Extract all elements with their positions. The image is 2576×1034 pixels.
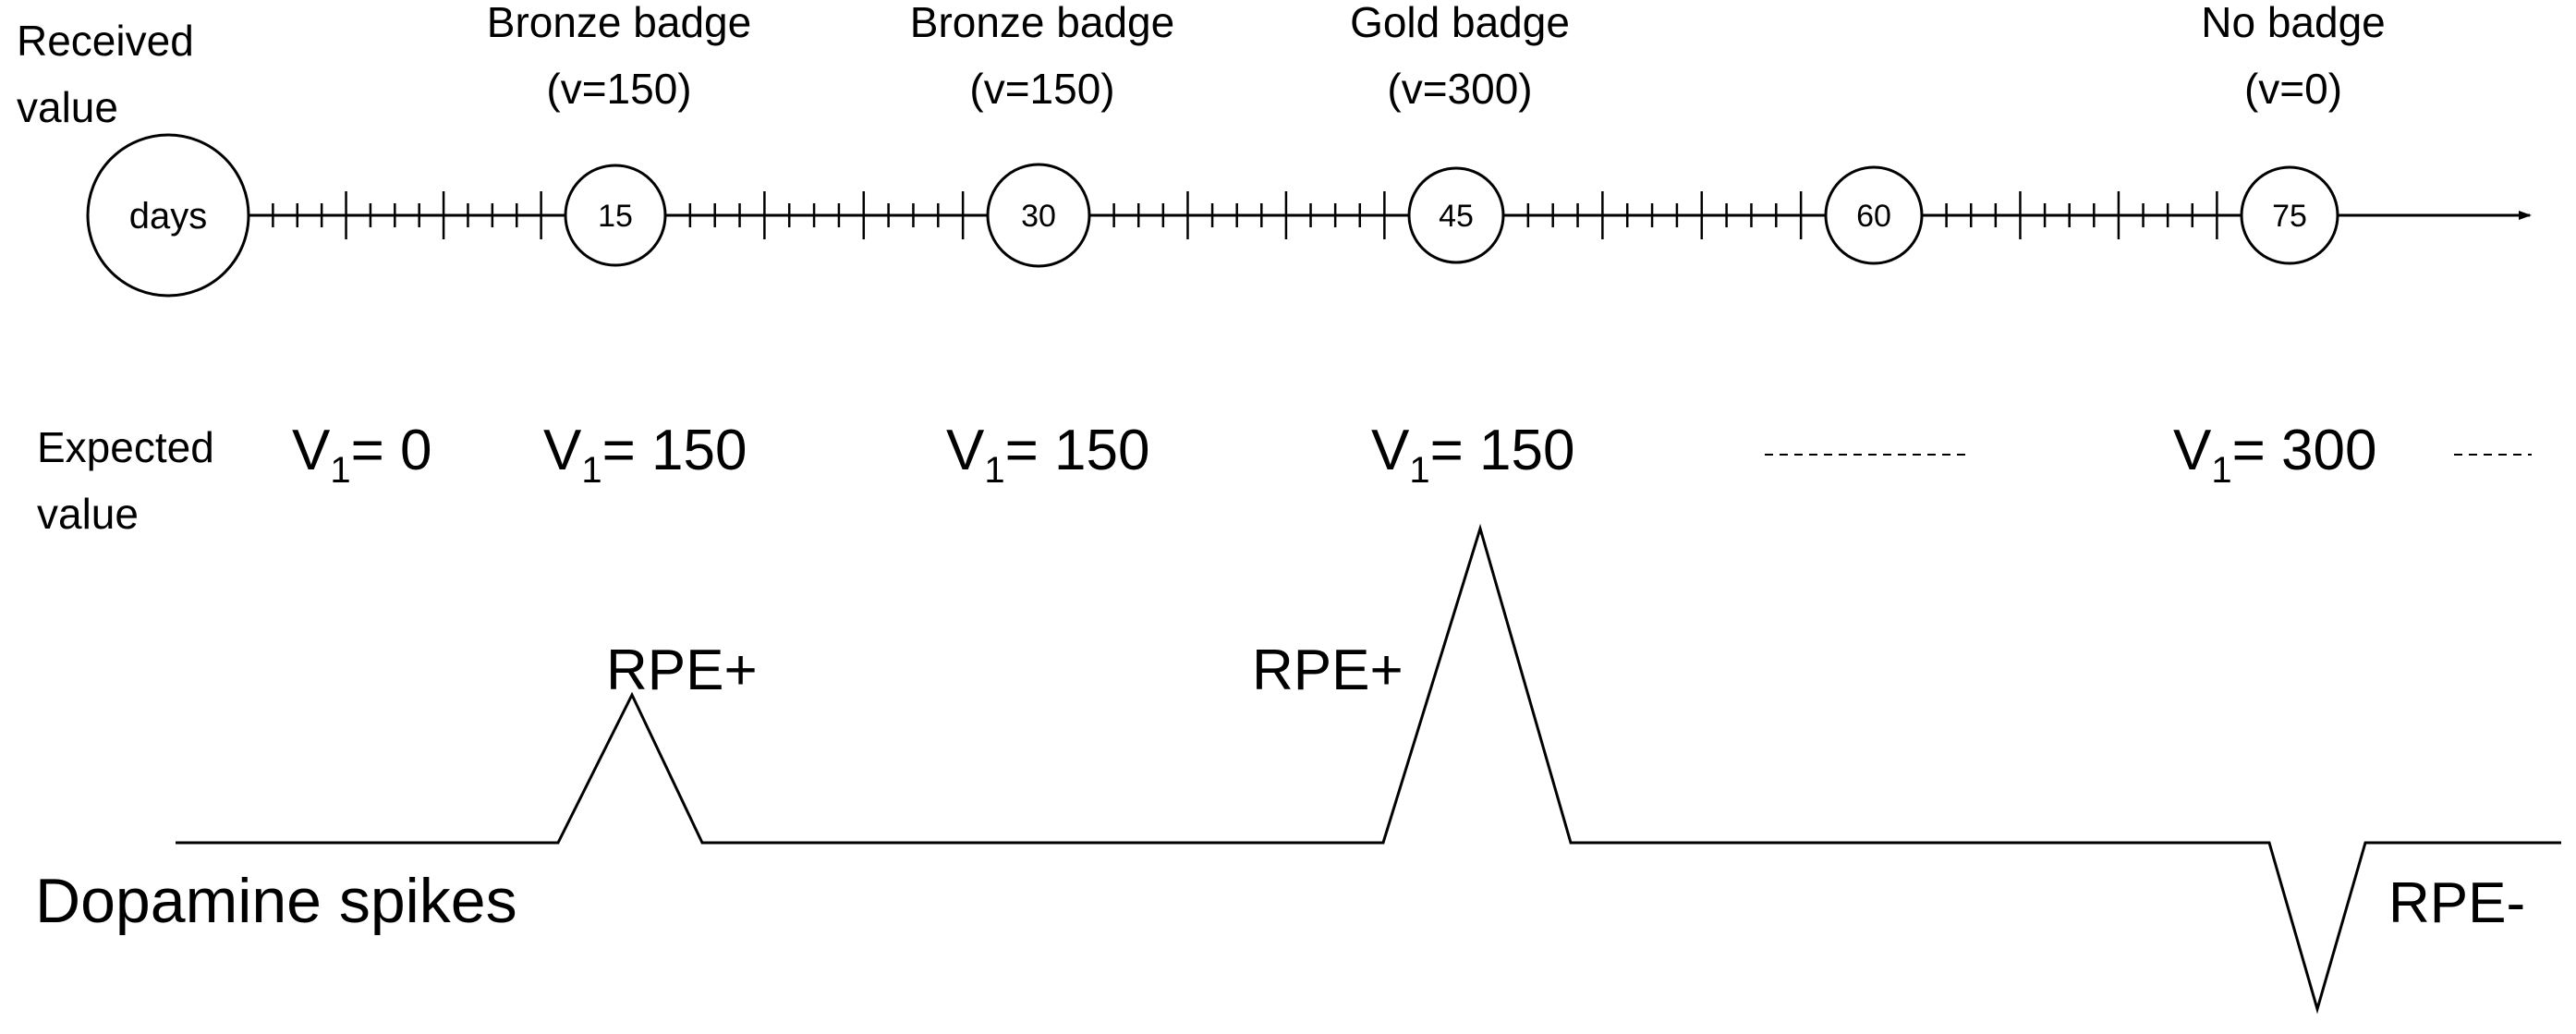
expected-value-1: V1= 0 — [292, 419, 432, 491]
day-circle-label: 75 — [2272, 199, 2307, 234]
day-circle-45 — [1407, 166, 1505, 264]
expected-value-subscript: 1 — [330, 450, 350, 491]
day-circle-label: 60 — [1856, 199, 1891, 234]
badge-value: (v=150) — [546, 65, 691, 113]
expected-value-var: V — [946, 419, 985, 482]
badge-name: Bronze badge — [910, 0, 1174, 46]
start-day-circle-label: days — [129, 196, 208, 237]
badge-value: (v=0) — [2244, 65, 2342, 113]
expected-value-5: V1= 300 — [2173, 419, 2377, 491]
expected-value-amount: = 300 — [2232, 419, 2377, 482]
dopamine-spikes-label: Dopamine spikes — [35, 866, 517, 936]
badge-value: (v=300) — [1387, 65, 1532, 113]
badge-name: Bronze badge — [487, 0, 751, 46]
expected-value-amount: = 0 — [351, 419, 432, 482]
expected-value-var: V — [292, 419, 331, 482]
expected-value-4: V1= 150 — [1371, 419, 1575, 491]
rpe-label-2: RPE+ — [1252, 639, 1403, 702]
expected-value-amount: = 150 — [1430, 419, 1575, 482]
expected-value-subscript: 1 — [581, 450, 601, 491]
day-circle-15 — [564, 164, 667, 267]
expected-value-2: V1= 150 — [543, 419, 747, 491]
start-day-circle — [86, 133, 250, 298]
expected-value-var: V — [543, 419, 582, 482]
day-circle-60 — [1824, 165, 1924, 265]
day-circle-label: 15 — [598, 199, 633, 234]
expected-value-subscript: 1 — [1409, 450, 1429, 491]
badge-labels: Bronze badge (v=150) Bronze badge (v=150) Go… — [487, 0, 2386, 113]
expected-value-amount: = 150 — [602, 419, 747, 482]
badge-value: (v=150) — [969, 65, 1114, 113]
received-value-label-line2: value — [17, 83, 118, 131]
rpe-label-1: RPE+ — [606, 639, 758, 702]
expected-value-var: V — [2173, 419, 2212, 482]
expected-value-3: V1= 150 — [946, 419, 1150, 491]
badge-name: Gold badge — [1350, 0, 1570, 46]
expected-value-subscript: 1 — [984, 450, 1004, 491]
day-circles: days 15 30 45 60 75 — [86, 133, 2339, 298]
day-circle-30 — [986, 163, 1091, 268]
expected-value-label-line1: Expected — [37, 423, 214, 471]
expected-value-label-line2: value — [37, 490, 139, 538]
expected-value-subscript: 1 — [2211, 450, 2231, 491]
day-circle-75 — [2240, 165, 2339, 265]
day-circle-label: 30 — [1021, 199, 1056, 234]
badge-name: No badge — [2201, 0, 2386, 46]
expected-value-var: V — [1371, 419, 1410, 482]
received-value-label-line1: Received — [17, 17, 194, 65]
day-circle-label: 45 — [1439, 199, 1474, 234]
rpe-label-3: RPE- — [2388, 871, 2525, 935]
timeline-ticks — [272, 191, 2218, 239]
dopamine-trace — [176, 523, 2561, 1015]
expected-value-amount: = 150 — [1005, 419, 1150, 482]
